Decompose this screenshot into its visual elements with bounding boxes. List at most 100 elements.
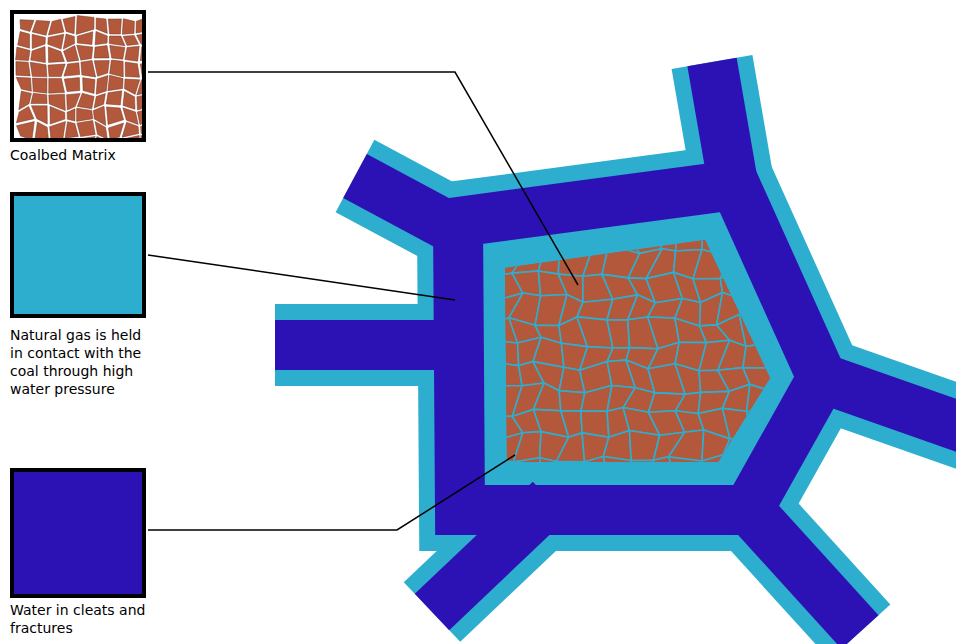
coal-fragment — [63, 17, 75, 34]
coal-cell — [492, 226, 524, 257]
coal-block — [505, 240, 770, 462]
coal-cell — [741, 453, 767, 481]
coal-fragment — [76, 16, 94, 35]
coal-cell — [510, 223, 544, 255]
coal-fragment — [125, 79, 140, 94]
coal-fragment — [83, 78, 95, 94]
coal-cell — [512, 271, 541, 296]
coal-fragment — [48, 64, 65, 77]
legend-swatch — [10, 192, 146, 318]
coal-fragment — [48, 47, 64, 63]
coal-fragment — [35, 122, 49, 138]
coal-fragment — [109, 36, 125, 46]
coal-fragment — [125, 46, 139, 61]
coal-fragment — [108, 75, 123, 91]
coal-fragment — [17, 122, 35, 138]
coal-fragment — [30, 62, 47, 77]
coal-cell — [795, 324, 822, 347]
coal-cell — [603, 430, 631, 460]
coal-fragment — [110, 60, 124, 77]
coal-cell — [771, 343, 798, 368]
gas-branch — [810, 374, 956, 432]
coal-fragment — [94, 94, 105, 109]
coal-cell — [631, 460, 654, 479]
coal-fragment — [77, 32, 93, 45]
coal-fragment — [123, 35, 138, 45]
gas-layer — [275, 62, 956, 632]
coal-fragment — [20, 20, 34, 32]
coal-fragment — [137, 80, 142, 95]
coal-cell — [740, 226, 769, 257]
coal-fragment — [123, 91, 135, 109]
coal-cell — [607, 320, 630, 348]
coal-cell — [720, 251, 748, 279]
water-branch — [275, 320, 470, 370]
water-branch — [810, 374, 956, 432]
coal-fragment — [50, 122, 66, 139]
coal-fragment — [94, 61, 109, 77]
coal-fragment — [110, 45, 125, 59]
coal-fragments-swatch — [10, 10, 146, 142]
coal-cell — [718, 340, 746, 370]
coal-fragment — [31, 93, 47, 103]
coal-fragment — [81, 60, 96, 77]
coal-cells — [485, 222, 824, 487]
coal-fragment — [77, 45, 93, 60]
coal-fragment — [122, 136, 140, 139]
water-ring — [458, 185, 822, 510]
gas-branch — [355, 176, 478, 242]
coal-fragment — [137, 33, 142, 46]
coal-cell — [738, 251, 770, 278]
legend-label: Water in cleats and fractures — [10, 601, 150, 637]
coal-cell — [766, 410, 797, 437]
water-branch — [712, 62, 735, 195]
coal-fragment — [67, 109, 75, 121]
coal-fragment — [109, 123, 124, 138]
leader-line — [148, 455, 515, 530]
coal-fragment — [64, 63, 80, 76]
coal-fragment — [64, 78, 80, 92]
coal-fragment — [32, 78, 47, 93]
coal-fragment — [136, 17, 142, 33]
leader-line — [148, 72, 578, 285]
coal-fragment — [32, 34, 45, 48]
coal-fragment — [95, 122, 107, 139]
coal-fragment — [67, 94, 81, 111]
coal-cell — [763, 455, 793, 483]
coal-fragment — [16, 106, 34, 122]
legend-label: Natural gas is held in contact with the … — [10, 326, 150, 398]
coal-fragment — [31, 106, 47, 124]
coal-fragment — [16, 47, 30, 61]
coal-cell — [723, 436, 750, 454]
water-branch — [432, 500, 550, 612]
coal-cell — [767, 245, 793, 280]
coal-fragment — [77, 121, 95, 137]
coal-fragment — [64, 46, 79, 62]
coal-fragment — [77, 108, 93, 121]
coal-fragment — [18, 32, 30, 49]
coal-cell — [784, 269, 823, 298]
coal-fragment — [96, 18, 107, 33]
coal-fragment — [141, 135, 142, 138]
coal-fragment — [31, 47, 46, 63]
coal-cell — [648, 222, 678, 251]
coal-cell — [795, 363, 821, 385]
coal-cell — [763, 435, 797, 458]
coal-cell — [669, 430, 704, 461]
coal-fragment — [96, 76, 108, 95]
coal-cell — [538, 250, 559, 274]
coal-cell — [769, 278, 799, 298]
coal-cell — [559, 229, 590, 256]
coal-cell — [795, 346, 822, 367]
coal-cell — [675, 392, 700, 413]
coal-fragment — [106, 91, 122, 105]
coal-cell — [494, 362, 523, 385]
leader-line — [148, 255, 455, 300]
legend-swatch — [10, 468, 146, 598]
coal-fragment — [108, 19, 121, 34]
coal-cell — [533, 383, 560, 411]
water-branch — [740, 500, 860, 632]
coal-cell — [722, 384, 749, 411]
coal-cell — [743, 343, 772, 368]
